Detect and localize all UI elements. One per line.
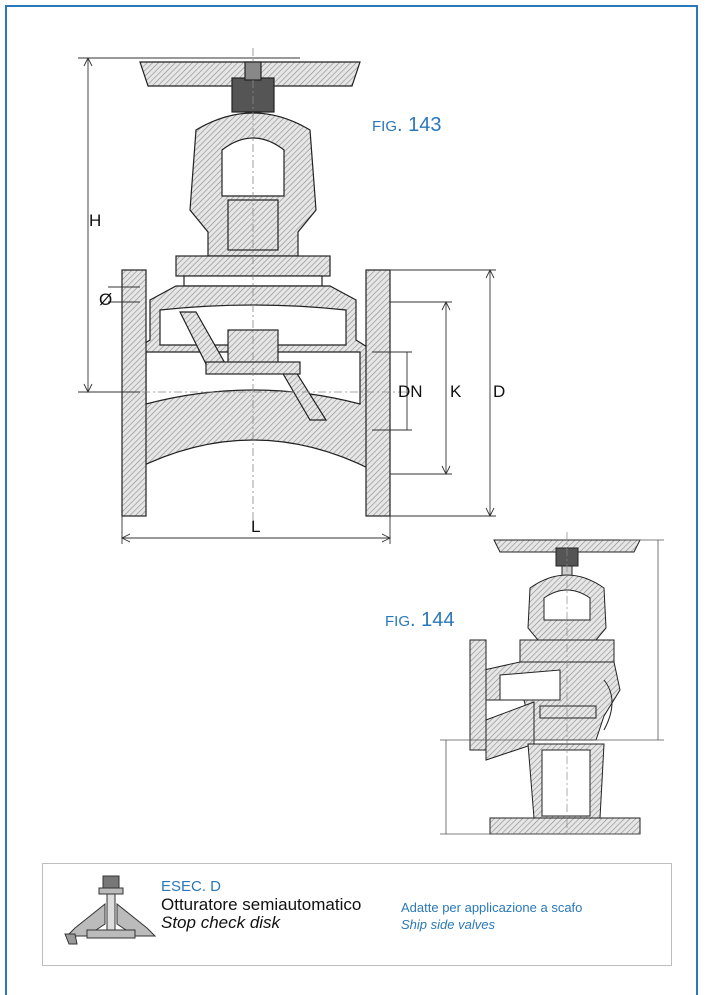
- legend-application-it: Adatte per applicazione a scafo: [401, 900, 583, 915]
- legend-title: ESEC. D: [161, 878, 222, 895]
- figure-144-label: FIG. 144: [385, 609, 454, 632]
- figure-144-number: . 144: [410, 609, 455, 631]
- figure-143-label: FIG. 143: [372, 114, 441, 137]
- legend-description-it: Otturatore semiautomatico: [161, 895, 362, 914]
- dimension-d-label: D: [493, 382, 506, 401]
- fig144-valve-drawing: [469, 532, 641, 836]
- dimension-phi-label: Ø: [99, 290, 113, 309]
- fig143-valve-drawing: [110, 48, 410, 520]
- dimension-dn-label: DN: [398, 382, 423, 401]
- figure-143-prefix: FIG: [372, 118, 397, 135]
- figure-144-prefix: FIG: [385, 613, 410, 630]
- dimension-k-label: K: [450, 382, 462, 401]
- fig144-dimension-lines: [440, 539, 664, 835]
- page-frame: [5, 5, 698, 995]
- legend-box: ESEC. D Otturatore semiautomatico Stop c…: [42, 863, 672, 966]
- dimension-l-label: L: [251, 517, 261, 536]
- figure-143-number: . 143: [397, 114, 442, 136]
- legend-description-en: Stop check disk: [161, 913, 281, 932]
- fig143-dimension-lines: [78, 56, 496, 544]
- legend-application-en: Ship side valves: [401, 917, 495, 932]
- dimension-h-label: H: [89, 211, 102, 230]
- stop-check-disk-icon: [64, 875, 157, 945]
